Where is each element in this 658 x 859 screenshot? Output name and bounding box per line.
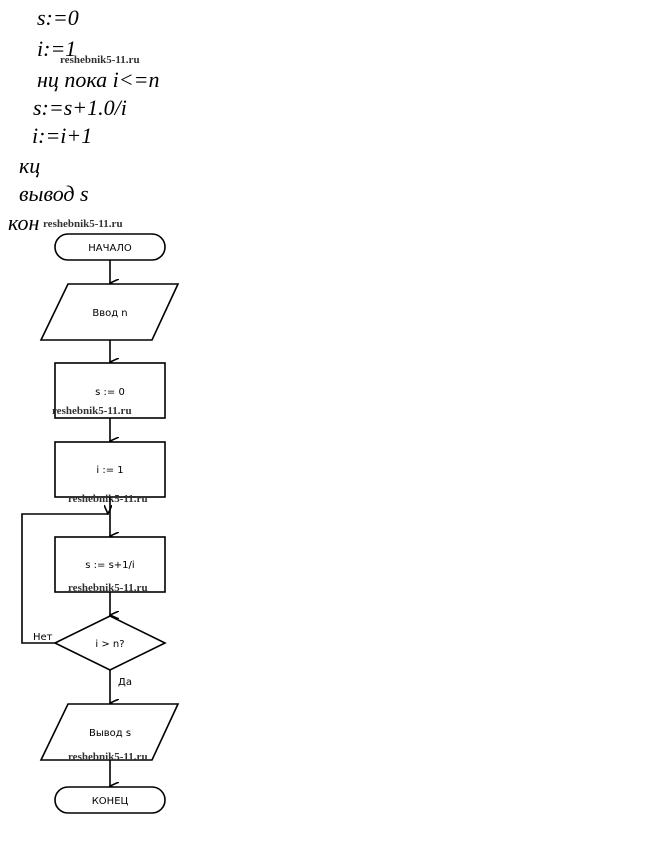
init-i-label: i := 1 — [96, 465, 123, 476]
body-label: s := s+1/i — [85, 560, 134, 571]
code-line-7: вывод s — [19, 181, 89, 206]
watermark: reshebnik5-11.ru — [68, 493, 148, 505]
code-line-3: нц пока i<=n — [37, 67, 160, 92]
code-line-1: s:=0 — [37, 5, 79, 30]
init-i-block — [54, 441, 166, 498]
input-label: Ввод n — [92, 308, 127, 319]
yes-label: Да — [118, 677, 132, 688]
loop-back-arrow — [21, 514, 108, 644]
input-block — [39, 283, 180, 341]
code-line-8: кон — [8, 210, 40, 235]
watermark: reshebnik5-11.ru — [52, 405, 132, 417]
watermark: reshebnik5-11.ru — [43, 218, 123, 230]
watermark: reshebnik5-11.ru — [68, 751, 148, 763]
watermark: reshebnik5-11.ru — [68, 582, 148, 594]
end-label: КОНЕЦ — [92, 796, 129, 807]
output-block — [39, 703, 180, 761]
condition-label: i > n? — [95, 639, 124, 650]
watermark: reshebnik5-11.ru — [60, 54, 140, 66]
start-label: НАЧАЛО — [88, 243, 132, 254]
end-terminal — [54, 786, 166, 814]
init-s-label: s := 0 — [95, 387, 125, 398]
code-line-2: i:=1 — [37, 36, 77, 61]
code-line-4: s:=s+1.0/i — [33, 95, 127, 120]
no-label: Нет — [33, 632, 53, 643]
body-block — [54, 536, 166, 593]
code-line-5: i:=i+1 — [32, 123, 93, 148]
code-line-6: кц — [19, 153, 41, 178]
output-label: Вывод s — [89, 728, 131, 739]
